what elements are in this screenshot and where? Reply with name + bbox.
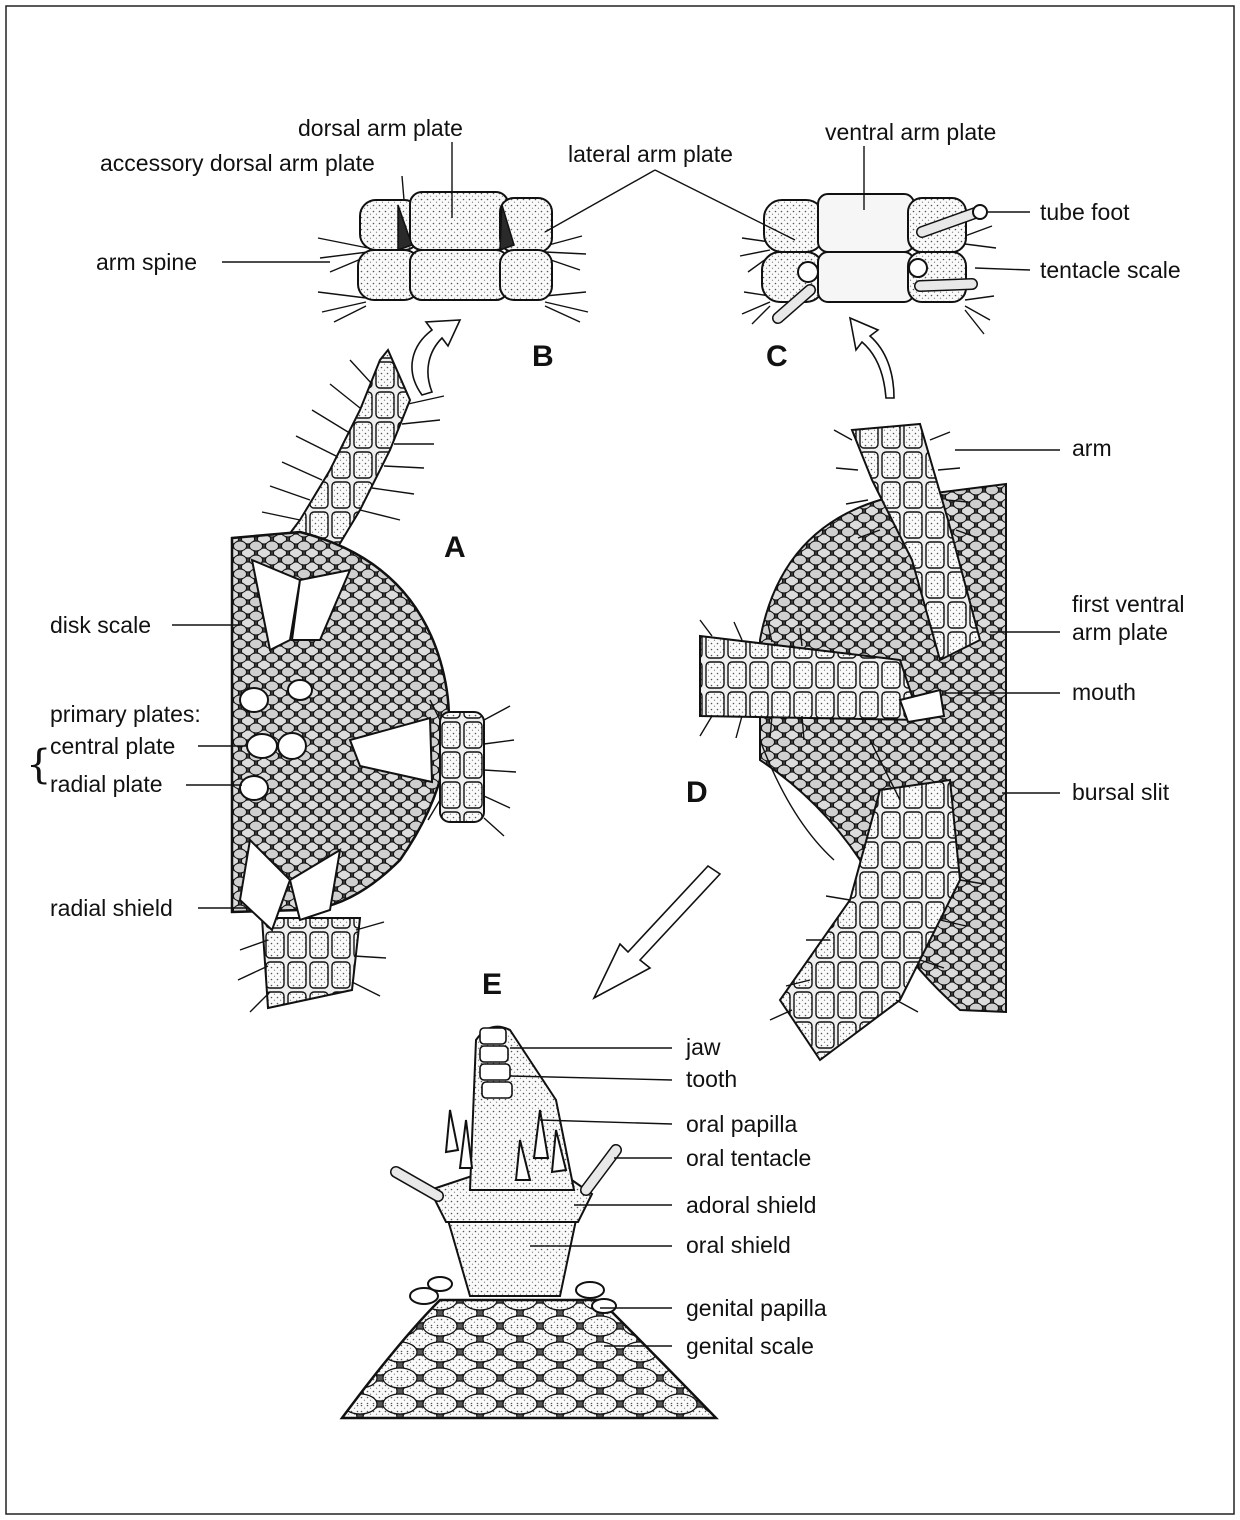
- label-radial-shield: radial shield: [50, 895, 173, 921]
- arrow-d-to-e: [594, 866, 720, 998]
- label-tube-foot: tube foot: [1040, 199, 1130, 225]
- panel-label-a: A: [444, 531, 466, 564]
- label-primary-plates: primary plates:: [50, 701, 201, 727]
- label-bursal-slit: bursal slit: [1072, 779, 1170, 805]
- label-first-ventral-line1: first ventral: [1072, 591, 1184, 617]
- label-genital-papilla: genital papilla: [686, 1295, 827, 1321]
- panel-label-b: B: [532, 340, 554, 373]
- label-mouth: mouth: [1072, 679, 1136, 705]
- arrow-a-to-b: [412, 320, 460, 395]
- label-lateral-arm-plate: lateral arm plate: [568, 141, 733, 167]
- label-oral-shield: oral shield: [686, 1232, 791, 1258]
- label-accessory-dorsal-arm-plate: accessory dorsal arm plate: [100, 150, 375, 176]
- label-dorsal-arm-plate: dorsal arm plate: [298, 115, 463, 141]
- label-arm-spine: arm spine: [96, 249, 197, 275]
- label-tentacle-scale: tentacle scale: [1040, 257, 1181, 283]
- dorsal-disk-illustration: [232, 350, 516, 1012]
- panel-label-e: E: [482, 968, 502, 1001]
- label-radial-plate: radial plate: [50, 771, 163, 797]
- label-oral-papilla: oral papilla: [686, 1111, 797, 1137]
- label-jaw: jaw: [685, 1034, 721, 1060]
- label-central-plate: central plate: [50, 733, 175, 759]
- brace-symbol: {: [26, 742, 51, 788]
- label-arm: arm: [1072, 435, 1112, 461]
- figure-border: [6, 6, 1234, 1514]
- label-ventral-arm-plate: ventral arm plate: [825, 119, 996, 145]
- label-oral-tentacle: oral tentacle: [686, 1145, 811, 1171]
- label-first-ventral-line2: arm plate: [1072, 619, 1168, 645]
- oral-view-illustration: [342, 1027, 716, 1418]
- label-disk-scale: disk scale: [50, 612, 151, 638]
- panel-label-d: D: [686, 776, 708, 809]
- dorsal-arm-segment-illustration: [318, 192, 588, 322]
- label-tooth: tooth: [686, 1066, 737, 1092]
- label-adoral-shield: adoral shield: [686, 1192, 816, 1218]
- ventral-arm-segment-illustration: [740, 194, 996, 334]
- arrow-d-to-c: [850, 318, 894, 398]
- panel-label-c: C: [766, 340, 788, 373]
- ventral-disk-illustration: [700, 424, 1006, 1060]
- label-genital-scale: genital scale: [686, 1333, 814, 1359]
